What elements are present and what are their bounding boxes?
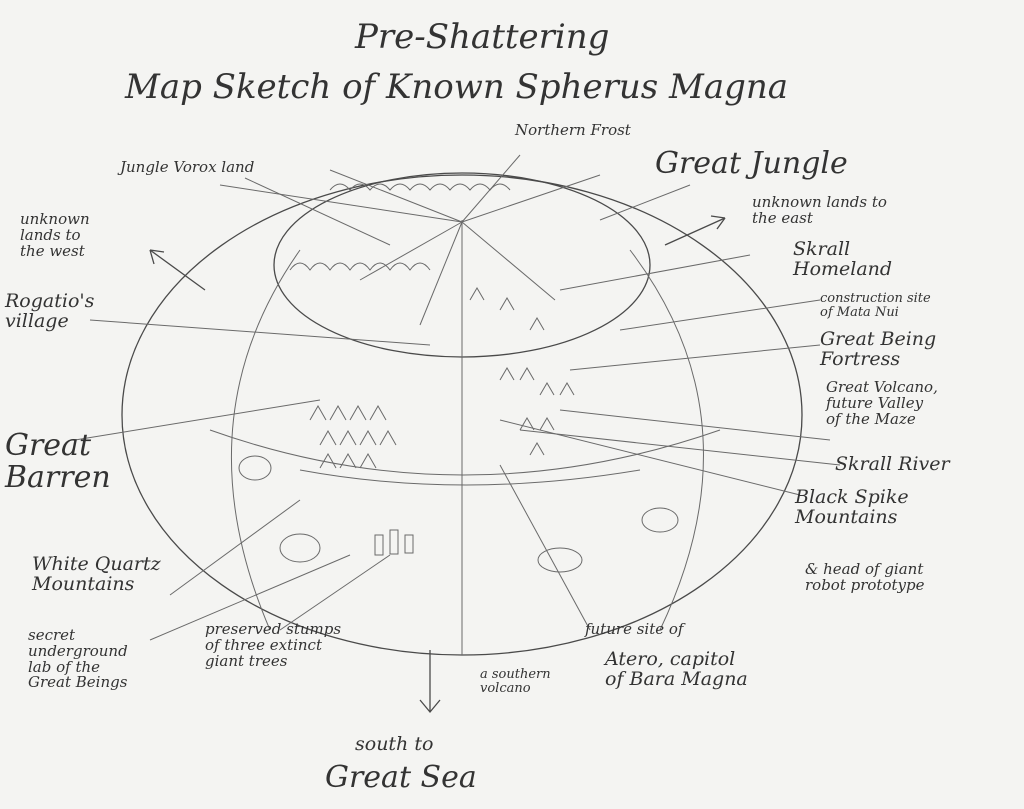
label-skrall-river: Skrall River <box>835 453 950 475</box>
frost-edge <box>329 183 511 191</box>
leader-lines <box>74 177 841 641</box>
meridian-line <box>230 249 301 631</box>
label-great-barren: Great Barren <box>5 428 111 495</box>
label-south-to: south to <box>355 733 434 755</box>
label-unknown-west: unknown lands to the west <box>20 210 90 260</box>
label-jungle-vorox: Jungle Vorox land <box>120 158 255 176</box>
label-robot-head: & head of giant robot prototype <box>805 560 925 594</box>
label-atero-capitol: Atero, capitol of Bara Magna <box>605 648 748 690</box>
title-line-2: Map Sketch of Known Spherus Magna <box>125 67 789 107</box>
label-great-volcano: Great Volcano, future Valley of the Maze <box>826 378 938 428</box>
lakes <box>238 455 679 573</box>
radiating-lines <box>219 154 601 326</box>
label-construction-site: construction site of Mata Nui <box>820 291 931 320</box>
label-preserved-stumps: preserved stumps of three extinct giant … <box>205 620 342 670</box>
label-northern-frost: Northern Frost <box>515 121 631 139</box>
meridian-line <box>629 249 704 631</box>
band-line <box>299 469 641 486</box>
jungle-edge <box>289 262 431 271</box>
label-secret-lab: secret underground lab of the Great Bein… <box>28 626 128 692</box>
label-future-site: future site of <box>585 620 684 638</box>
stumps <box>374 529 414 556</box>
direction-arrows <box>149 215 726 714</box>
mountains <box>309 287 575 469</box>
label-skrall-homeland: Skrall Homeland <box>793 238 893 280</box>
label-southern-volcano: a southern volcano <box>480 667 551 696</box>
label-great-jungle: Great Jungle <box>655 146 848 181</box>
label-great-being-fortress: Great Being Fortress <box>820 328 937 370</box>
band-line <box>209 429 721 476</box>
label-rogatio-village: Rogatio's village <box>5 290 95 332</box>
title-line-1: Pre-Shattering <box>355 17 610 57</box>
label-black-spike-mountains: Black Spike Mountains <box>795 486 909 528</box>
label-white-quartz-mountains: White Quartz Mountains <box>32 553 161 595</box>
label-great-sea: Great Sea <box>325 760 477 795</box>
label-unknown-east: unknown lands to the east <box>752 193 887 227</box>
